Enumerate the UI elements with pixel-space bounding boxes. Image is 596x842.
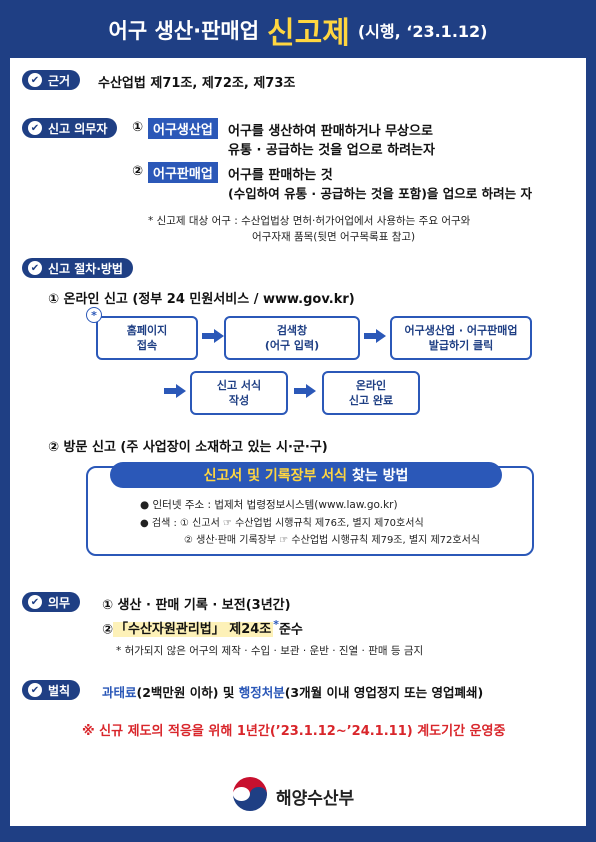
- ministry-name: 해양수산부: [276, 789, 355, 809]
- duty-note2: 어구자재 품목(뒷면 어구목록표 참고): [252, 231, 416, 243]
- duty-item2-num: ②: [132, 164, 144, 179]
- step-homepage: 홈페이지 접속: [96, 316, 198, 360]
- check-icon: ✔: [28, 73, 42, 87]
- procedure-pill: ✔ 신고 절차·방법: [22, 258, 133, 278]
- duty-item2-line2: (수입하여 유통 · 공급하는 것을 포함)을 업으로 하려는 자: [228, 186, 532, 201]
- arrow-right-icon: [164, 384, 186, 398]
- duty-item1-line1: 어구를 생산하여 판매하거나 무상으로: [228, 124, 433, 139]
- page-title: 어구 생산·판매업 신고제 (시행, ‘23.1.12): [0, 0, 596, 60]
- basis-text: 수산업법 제71조, 제72조, 제73조: [98, 76, 296, 91]
- guide-line2: ● 검색 : ① 신고서 ☞ 수산업법 시행규칙 제76조, 별지 제70호서식: [140, 518, 424, 529]
- content-panel: [10, 58, 586, 826]
- duty-note1: * 신고제 대상 어구 : 수산업법상 면허·허가어업에서 사용하는 주요 어구…: [148, 215, 471, 227]
- arrow-right-icon: [294, 384, 316, 398]
- obligation-item1: ① 생산 · 판매 기록 · 보전(3년간): [102, 598, 291, 613]
- visit-title: ② 방문 신고 (주 사업장이 소재하고 있는 시·군·구): [48, 440, 328, 455]
- check-icon: ✔: [28, 595, 42, 609]
- step-issue: 어구생산업 · 어구판매업 발급하기 클릭: [390, 316, 532, 360]
- guide-header: 신고서 및 기록장부 서식 찾는 방법: [110, 462, 502, 488]
- duty-item1-tag: 어구생산업: [148, 118, 218, 139]
- guide-line1: ● 인터넷 주소 : 법제처 법령정보시스템(www.law.go.kr): [140, 499, 398, 511]
- penalty-text: 과태료(2백만원 이하) 및 행정처분(3개월 이내 영업정지 또는 영업폐쇄): [102, 685, 484, 700]
- title-part2: 신고제: [267, 16, 350, 51]
- online-title: ① 온라인 신고 (정부 24 민원서비스 / www.gov.kr): [48, 292, 355, 307]
- arrow-right-icon: [202, 329, 224, 343]
- penalty-pill: ✔ 벌칙: [22, 680, 81, 700]
- check-icon: ✔: [28, 121, 42, 135]
- check-icon: ✔: [28, 683, 42, 697]
- duty-item1-line2: 유통 · 공급하는 것을 업으로 하려는자: [228, 143, 435, 158]
- step-complete: 온라인 신고 완료: [322, 371, 420, 415]
- guide-line3: ② 생산·판매 기록장부 ☞ 수산업법 시행규칙 제79조, 별지 제72호서식: [184, 535, 480, 546]
- ministry-logo-icon: [233, 777, 267, 811]
- step-search: 검색창 (어구 입력): [224, 316, 360, 360]
- grace-period-notice: ※ 신규 제도의 적응을 위해 1년간(’23.1.12~’24.1.11) 계…: [82, 724, 506, 739]
- arrow-right-icon: [364, 329, 386, 343]
- check-icon: ✔: [28, 261, 42, 275]
- duty-item2-line1: 어구를 판매하는 것: [228, 168, 333, 183]
- obligation-pill: ✔ 의무: [22, 592, 81, 612]
- title-part3: (시행, ‘23.1.12): [357, 22, 488, 41]
- obligation-item2: ②「수산자원관리법」 제24조*준수: [102, 618, 303, 638]
- title-part1: 어구 생산·판매업: [108, 19, 260, 43]
- duty-holder-pill: ✔ 신고 의무자: [22, 118, 118, 138]
- obligation-note: * 허가되지 않은 어구의 제작 · 수입 · 보관 · 운반 · 진열 · 판…: [116, 645, 424, 657]
- step-write-form: 신고 서식 작성: [190, 371, 288, 415]
- basis-pill: ✔ 근거: [22, 70, 81, 90]
- duty-item2-tag: 어구판매업: [148, 162, 218, 183]
- step-marker: *: [86, 307, 102, 323]
- duty-item1-num: ①: [132, 120, 144, 135]
